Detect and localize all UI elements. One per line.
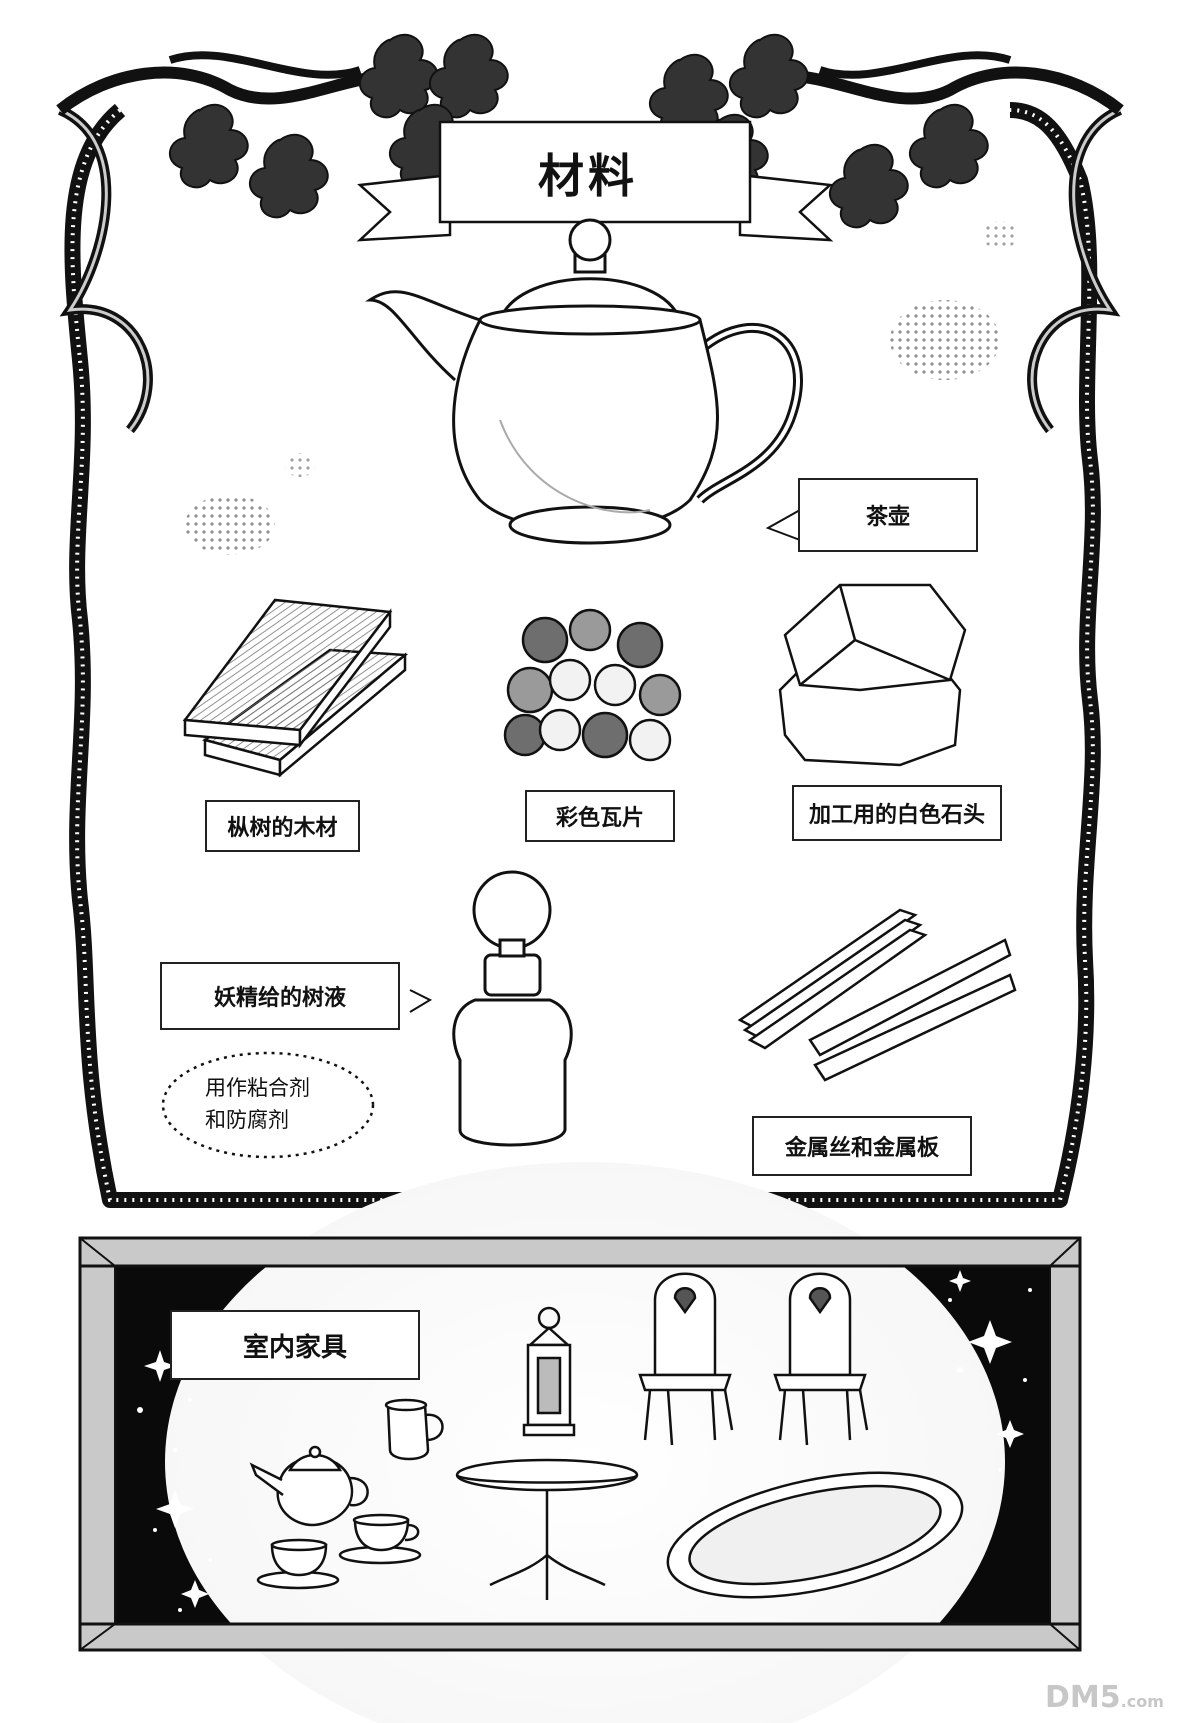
title-ribbon bbox=[356, 120, 834, 242]
label-colored-tiles: 彩色瓦片 bbox=[525, 790, 675, 842]
teacup-illustration-2 bbox=[338, 1513, 422, 1565]
lantern-illustration bbox=[522, 1306, 576, 1437]
thought-line-1: 用作粘合剂 bbox=[205, 1076, 310, 1100]
thought-bubble-text: 用作粘合剂 和防腐剂 bbox=[205, 1072, 310, 1136]
watermark-suffix: .com bbox=[1120, 1692, 1164, 1711]
teapot-illustration bbox=[365, 218, 803, 545]
round-table-illustration bbox=[455, 1458, 639, 1600]
small-teapot-illustration bbox=[249, 1445, 369, 1527]
screentone-patches bbox=[185, 221, 1018, 555]
oval-tray-illustration bbox=[666, 1471, 964, 1599]
watermark-logo: DM5.com bbox=[1045, 1680, 1164, 1715]
teapot-label-tail bbox=[765, 509, 801, 541]
label-fairy-sap: 妖精给的树液 bbox=[160, 962, 400, 1030]
sparkles bbox=[137, 1270, 1032, 1612]
label-white-stone: 加工用的白色石头 bbox=[792, 785, 1002, 841]
sap-bottle-illustration bbox=[452, 870, 573, 1147]
thought-bubble bbox=[161, 1051, 375, 1159]
watermark-main: DM5 bbox=[1045, 1680, 1121, 1715]
section-title-furniture: 室内家具 bbox=[170, 1310, 420, 1380]
chair-illustration-2 bbox=[773, 1272, 869, 1446]
colored-tiles-illustration bbox=[503, 608, 682, 762]
furniture-frame bbox=[78, 1162, 1082, 1723]
label-metal-wire-plate: 金属丝和金属板 bbox=[752, 1116, 972, 1176]
thought-line-2: 和防腐剂 bbox=[205, 1108, 289, 1132]
chair-illustration-1 bbox=[638, 1272, 734, 1446]
white-stone-illustration bbox=[778, 583, 967, 767]
teacup-illustration-1 bbox=[256, 1538, 340, 1590]
metal-wire-plate-illustration bbox=[737, 908, 1017, 1082]
label-teapot: 茶壶 bbox=[798, 478, 978, 552]
pitcher-illustration bbox=[384, 1398, 444, 1461]
sap-label-tail bbox=[409, 989, 433, 1013]
section-title-materials: 材料 bbox=[538, 149, 638, 203]
label-fir-wood: 枞树的木材 bbox=[205, 800, 360, 852]
wood-planks-illustration bbox=[182, 598, 409, 778]
